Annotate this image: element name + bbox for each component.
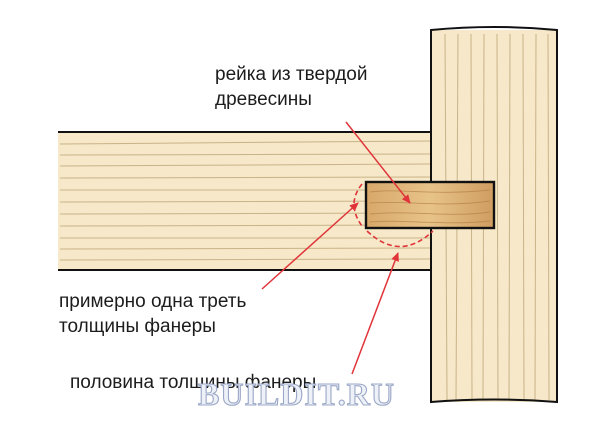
rail-label-line2: древесины: [215, 89, 312, 110]
third-thickness-arc: [353, 183, 363, 227]
half-leader-arrow: [351, 252, 399, 375]
half-label: половина толщины фанеры: [70, 372, 316, 393]
leader-arrows: [261, 121, 411, 375]
rail-label-line1: рейка из твердой: [215, 64, 367, 85]
rail-leader-arrow: [345, 121, 411, 204]
hardwood-rail: [364, 180, 496, 230]
dimension-marks: [353, 183, 434, 248]
third-label-line2: толщины фанеры: [59, 316, 216, 337]
third-label-line1: примерно одна треть: [59, 291, 246, 312]
watermark-logo: BUILDIT.RU: [198, 376, 395, 412]
half-thickness-arc: [366, 230, 434, 248]
third-leader-arrow: [261, 202, 359, 290]
